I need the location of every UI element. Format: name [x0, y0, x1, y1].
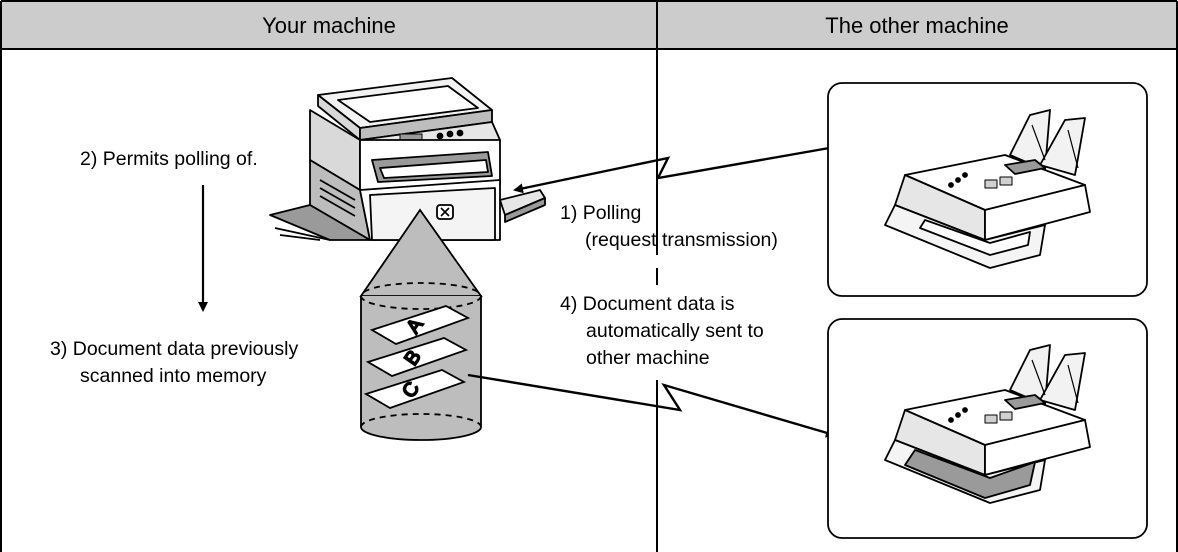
- step-2-permits-label: 2) Permits polling of.: [80, 148, 258, 170]
- step-4-label-line3: other machine: [586, 347, 710, 369]
- step-1-label-line2: (request transmission): [585, 229, 778, 251]
- step-4-label-line1: 4) Document data is: [560, 293, 735, 315]
- copier-illustration: [269, 77, 546, 241]
- header-your-machine: Your machine: [262, 13, 396, 38]
- step-4-label-line2: automatically sent to: [586, 320, 764, 342]
- memory-page-b: B: [365, 337, 469, 377]
- step-1-label-line1: 1) Polling: [560, 202, 641, 224]
- header-other-machine: The other machine: [825, 13, 1008, 38]
- step-3-label-line1: 3) Document data previously: [50, 338, 298, 360]
- polling-request-arrow: [513, 145, 836, 194]
- memory-page-c: C: [363, 369, 467, 409]
- step-3-label-line2: scanned into memory: [80, 365, 267, 387]
- header-band: [1, 1, 1177, 49]
- document-send-arrow: [467, 373, 836, 438]
- fax-machine-bottom: [884, 344, 1091, 504]
- fax-machine-top: [884, 109, 1091, 269]
- memory-storage: A B C: [359, 208, 483, 441]
